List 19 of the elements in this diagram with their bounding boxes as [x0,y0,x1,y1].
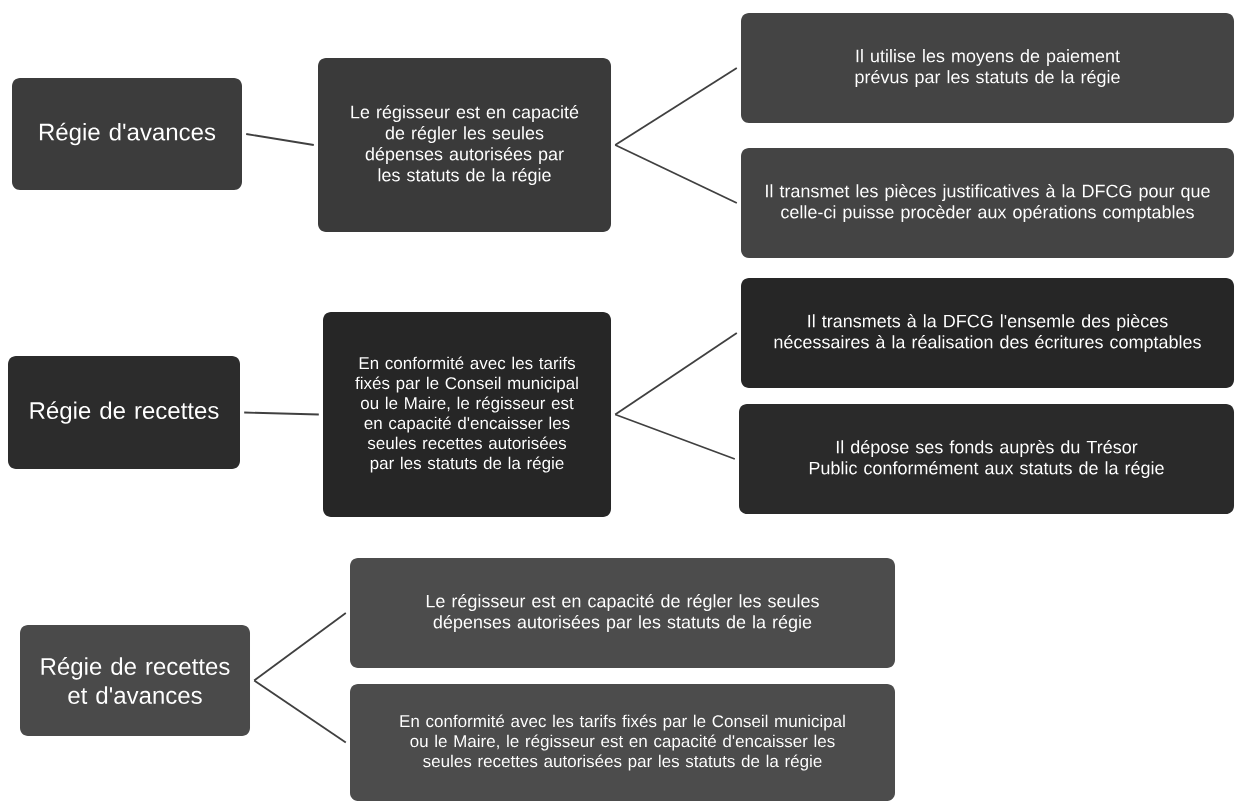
detail-box: Il utilise les moyens de paiement prévus par les statuts de la régie [741,13,1234,123]
connector-line [614,144,738,204]
detail-box: Il transmet les pièces justificatives à la DFCG pour que celle-ci puisse procèder aux opérations comptables [741,148,1234,258]
connector-line [253,679,347,744]
description-box: Le régisseur est en capacité de régler les seules dépenses autorisées par les statuts de la régie [318,58,611,232]
description-box: En conformité avec les tarifs fixés par le Conseil municipal ou le Maire, le régisseur est en capacité d'encaisser les seules recettes autorisées par les statuts de la régie [323,312,611,517]
connector-line [614,67,738,146]
detail-box: En conformité avec les tarifs fixés par le Conseil municipal ou le Maire, le régisseur est en capacité d'encaisser les seules recettes autorisées par les statuts de la régie [350,684,895,801]
connector-line [245,133,315,146]
detail-box: Il dépose ses fonds auprès du Trésor Public conformément aux statuts de la régie [739,404,1234,514]
connector-line [253,612,347,682]
connector-line [243,411,320,416]
connector-line [614,413,736,460]
category-box: Régie de recettes et d'avances [20,625,250,736]
detail-box: Il transmets à la DFCG l'ensemle des pièces nécessaires à la réalisation des écritures comptables [741,278,1234,388]
category-box: Régie d'avances [12,78,242,190]
category-box: Régie de recettes [8,356,240,469]
connector-line [614,332,738,416]
detail-box: Le régisseur est en capacité de régler les seules dépenses autorisées par les statuts de la régie [350,558,895,668]
